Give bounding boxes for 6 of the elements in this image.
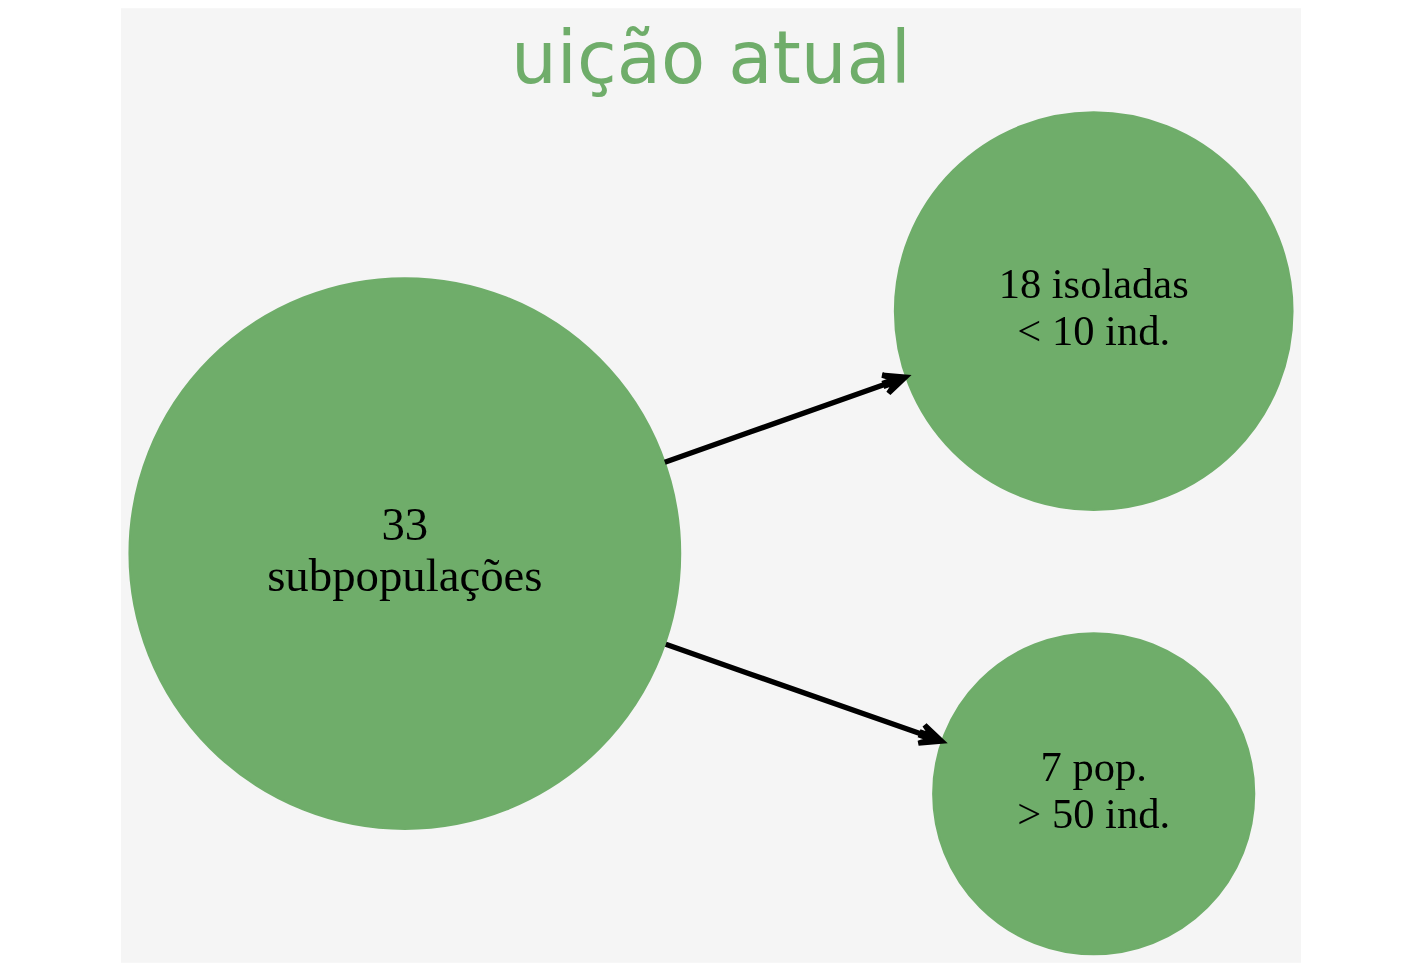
diagram-title: uição atual bbox=[511, 16, 911, 101]
node-circle: 33 subpopulações bbox=[128, 277, 682, 830]
node-circle: 7 pop. > 50 ind. bbox=[932, 632, 1256, 956]
arrow bbox=[664, 641, 945, 746]
node-circle: 18 isoladas < 10 ind. bbox=[893, 111, 1294, 511]
arrow bbox=[663, 372, 909, 465]
